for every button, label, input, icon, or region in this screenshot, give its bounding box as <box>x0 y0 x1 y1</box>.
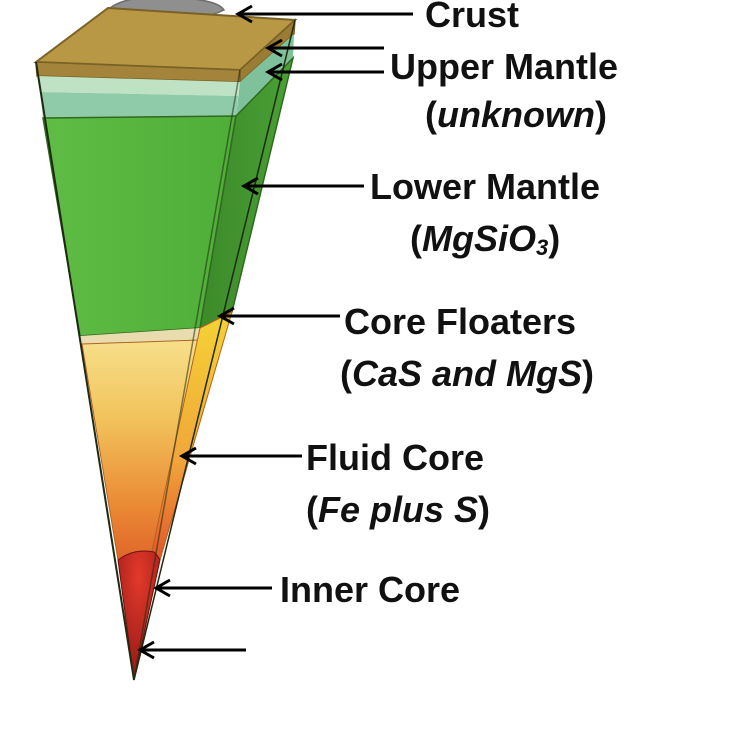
composition-fluid-core: (Fe plus S) <box>306 489 490 531</box>
arrow-center <box>136 640 246 660</box>
upper-mantle-front <box>37 76 240 96</box>
label-lower-mantle: Lower Mantle <box>370 166 601 207</box>
arrow-inner-core <box>152 578 272 598</box>
composition-core-floaters: (CaS and MgS) <box>340 353 594 395</box>
label-inner-core: Inner Core <box>280 569 461 610</box>
composition-subscript: 3 <box>536 235 549 260</box>
label-fluid-core: Fluid Core <box>306 437 484 478</box>
arrow-core-floaters <box>216 306 340 326</box>
label-crust: Crust <box>425 0 520 35</box>
paren-close: ) <box>548 218 561 259</box>
arrow-upper-mantle-1 <box>264 38 384 58</box>
composition-text: Fe plus S <box>318 489 479 530</box>
composition-text: CaS and MgS <box>352 353 583 394</box>
composition-text: unknown <box>437 94 595 135</box>
paren-open: ( <box>340 353 352 394</box>
composition-lower-mantle: (MgSiO3) <box>410 218 560 269</box>
core-floater-band <box>80 328 200 344</box>
paren-close: ) <box>582 353 595 394</box>
arrow-fluid-core <box>178 446 302 466</box>
upper-mantle-front-2 <box>40 92 238 118</box>
arrow-lower-mantle <box>240 176 364 196</box>
cone-outline-right <box>133 19 296 681</box>
paren-open: ( <box>306 489 318 530</box>
arrow-upper-mantle-2 <box>264 62 384 82</box>
paren-open: ( <box>425 94 437 135</box>
label-upper-mantle: Upper Mantle <box>390 46 619 87</box>
arrow-crust <box>234 4 413 24</box>
paren-open: ( <box>410 218 422 259</box>
composition-text: MgSiO <box>422 218 536 259</box>
composition-upper-mantle: (unknown) <box>425 94 607 136</box>
paren-close: ) <box>594 94 607 135</box>
cone-outline-left <box>35 61 135 681</box>
paren-close: ) <box>478 489 491 530</box>
cone-outline-mid <box>133 69 241 681</box>
inner-core-shape <box>117 550 161 681</box>
label-core-floaters: Core Floaters <box>344 301 577 342</box>
